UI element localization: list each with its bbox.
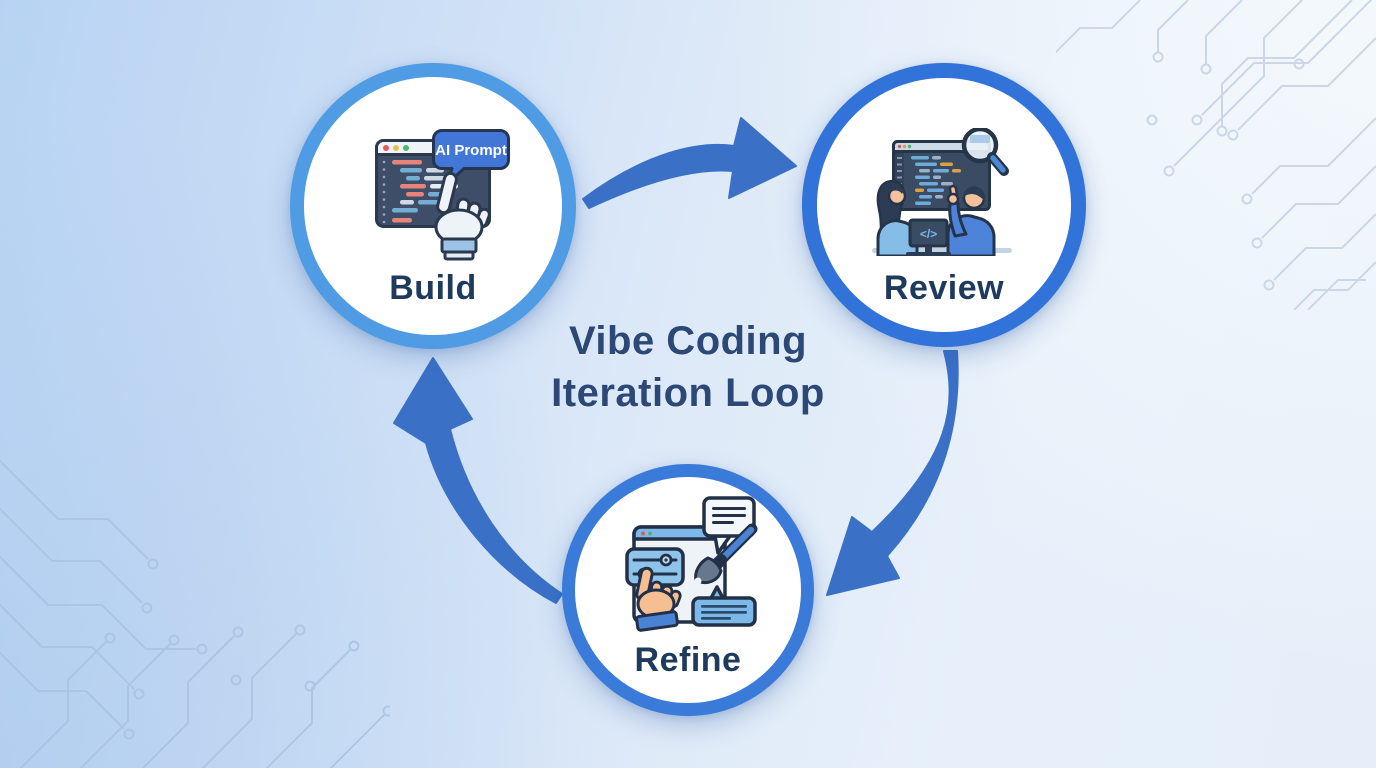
man-arm bbox=[948, 201, 968, 238]
gutter-dots bbox=[382, 160, 386, 224]
ai-prompt-bubble: AI Prompt bbox=[432, 129, 510, 187]
laptop-code-glyph: </> bbox=[920, 227, 937, 241]
man-hand bbox=[946, 192, 960, 206]
paintbrush-icon bbox=[694, 523, 758, 585]
comment-bubble-bottom bbox=[691, 585, 757, 627]
refine-icon bbox=[625, 496, 758, 632]
node-review-label: Review bbox=[883, 269, 1005, 307]
reviewer-man bbox=[946, 184, 996, 256]
node-build: AI Prompt Build bbox=[290, 63, 576, 349]
slider-card-icon bbox=[625, 547, 685, 587]
pointing-hand-icon bbox=[635, 566, 682, 632]
reviewer-woman bbox=[876, 179, 919, 256]
node-refine: Refine bbox=[562, 464, 814, 716]
arrow-review-to-refine bbox=[826, 350, 959, 596]
code-lines bbox=[911, 156, 961, 205]
robot-hand-icon bbox=[434, 171, 491, 261]
ai-prompt-bubble-text: AI Prompt bbox=[435, 142, 507, 159]
magnifier-icon bbox=[961, 128, 1009, 176]
node-review: </> Review bbox=[802, 63, 1086, 347]
node-refine-label: Refine bbox=[634, 641, 742, 679]
arrow-refine-to-build bbox=[393, 357, 563, 604]
build-icon: AI Prompt bbox=[375, 129, 510, 261]
man-hair bbox=[963, 186, 986, 201]
review-icon: </> bbox=[872, 128, 1012, 256]
diagram-title-line-2: Iteration Loop bbox=[551, 371, 825, 415]
arrow-build-to-review bbox=[582, 117, 797, 209]
node-build-label: Build bbox=[389, 269, 477, 307]
laptop-icon: </> bbox=[906, 218, 951, 256]
diagram-title: Vibe Coding Iteration Loop bbox=[388, 315, 988, 419]
comment-bubble-top bbox=[702, 496, 756, 555]
diagram-title-line-1: Vibe Coding bbox=[568, 319, 808, 363]
